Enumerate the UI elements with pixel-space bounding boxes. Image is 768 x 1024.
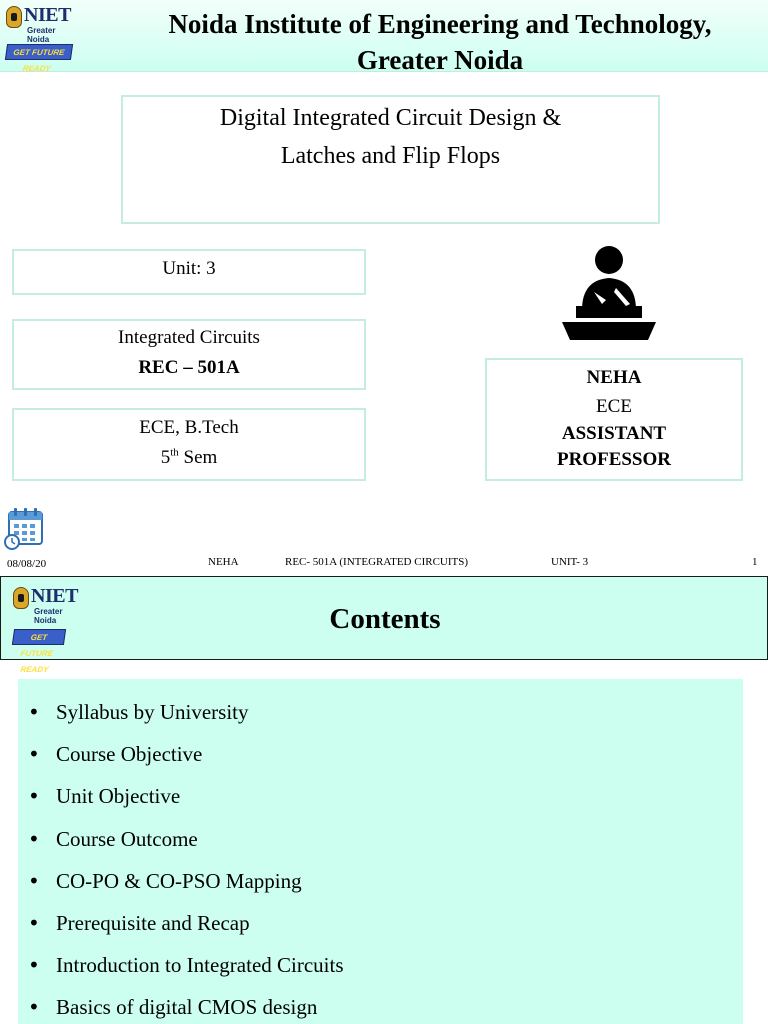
contents-list-panel: Syllabus by University Course Objective … <box>18 679 743 1024</box>
contents-list: Syllabus by University Course Objective … <box>18 679 743 1024</box>
subject-code: REC – 501A <box>138 357 240 378</box>
niet-logo: NIET Greater Noida GET FUTURE READY <box>2 2 74 73</box>
department-box: ECE, B.Tech 5th Sem <box>12 408 366 481</box>
list-item: Introduction to Integrated Circuits <box>28 948 743 990</box>
presenter-name: NEHA <box>586 367 642 388</box>
list-item: Course Outcome <box>28 822 743 864</box>
slide-header: NIET Greater Noida GET FUTURE READY Noid… <box>0 0 768 75</box>
course-title-line2: Latches and Flip Flops <box>280 143 501 169</box>
contents-header: NIET Greater Noida GET FUTURE READY Cont… <box>0 576 768 674</box>
unit-box: Unit: 3 <box>12 249 366 295</box>
slide-footer: 08/08/20 NEHA REC- 501A (INTEGRATED CIRC… <box>0 555 768 573</box>
institute-name: Noida Institute of Engineering and Techn… <box>168 9 712 75</box>
footer-unit: UNIT- 3 <box>551 556 589 568</box>
list-item: Syllabus by University <box>28 695 743 737</box>
list-item: CO-PO & CO-PSO Mapping <box>28 864 743 906</box>
footer-name: NEHA <box>208 556 239 568</box>
list-item: Prerequisite and Recap <box>28 906 743 948</box>
slide-title: NIET Greater Noida GET FUTURE READY Noid… <box>0 0 768 573</box>
niet-emblem-icon <box>6 6 22 28</box>
contents-title: Contents <box>329 603 441 635</box>
presenter-rank-line2: PROFESSOR <box>556 449 672 470</box>
speaker-at-podium-icon <box>562 246 656 340</box>
presenter-dept: ECE <box>596 396 632 417</box>
list-item: Basics of digital CMOS design <box>28 990 743 1024</box>
department-program: ECE, B.Tech <box>139 417 239 438</box>
calendar-icon <box>4 508 43 550</box>
niet-logo: NIET Greater Noida GET FUTURE READY <box>9 583 79 674</box>
footer-page-number: 1 <box>752 556 758 568</box>
list-item: Course Objective <box>28 737 743 779</box>
slide-contents: NIET Greater Noida GET FUTURE READY Cont… <box>0 576 768 1024</box>
footer-course: REC- 501A (INTEGRATED CIRCUITS) <box>285 556 469 568</box>
semester: 5th Sem <box>160 446 218 468</box>
unit-label: Unit: 3 <box>162 258 216 279</box>
presenter-rank-line1: ASSISTANT <box>561 423 667 444</box>
presenter-box: NEHA ECE ASSISTANT PROFESSOR <box>485 358 743 481</box>
footer-date: 08/08/20 <box>7 558 47 570</box>
subject-box: Integrated Circuits REC – 501A <box>12 319 366 390</box>
course-title-box: Digital Integrated Circuit Design & Latc… <box>121 95 660 224</box>
course-title-line1: Digital Integrated Circuit Design & <box>219 105 562 131</box>
niet-emblem-icon <box>13 587 29 609</box>
subject-name: Integrated Circuits <box>118 327 260 348</box>
list-item: Unit Objective <box>28 779 743 821</box>
